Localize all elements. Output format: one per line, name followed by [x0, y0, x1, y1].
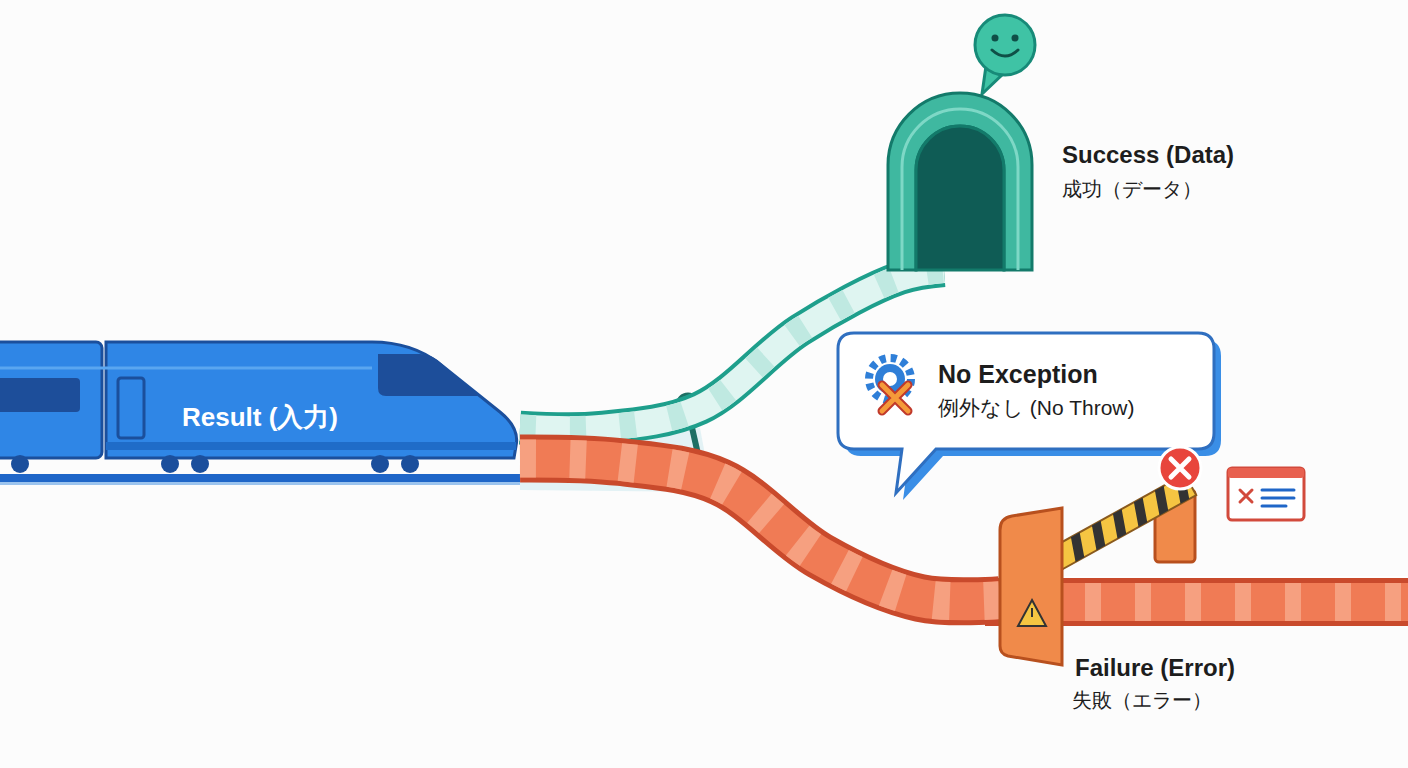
track-connector-group: [520, 458, 1000, 601]
train-car-part: [106, 442, 516, 450]
callout-bubble: No Exception 例外なし (No Throw): [838, 333, 1222, 458]
failure-barrier-part: [1000, 508, 1062, 665]
train-car-part: [378, 354, 478, 396]
main-track-part: [0, 482, 560, 485]
error-window-icon-part: [1228, 468, 1304, 478]
failure-barrier-part: [1018, 600, 1046, 626]
callout-body: 例外なし (No Throw): [938, 395, 1208, 420]
success-tunnel-shape: [878, 95, 1043, 270]
train-car-part: [0, 367, 372, 370]
track-stripes: [520, 458, 1000, 601]
failure-barrier: Failure (Error)失敗（エラー）: [1000, 450, 1240, 720]
track-inner: [520, 458, 1000, 601]
callout-bubble-part: [838, 333, 1214, 493]
failure-subheading: 失敗（エラー）: [1072, 688, 1332, 712]
train-car-part: [161, 455, 179, 473]
success-tunnel-part: [916, 126, 1004, 270]
callout-heading: No Exception: [938, 359, 1208, 389]
train-car-part: [401, 455, 419, 473]
error-window-icon-part: [1228, 468, 1304, 520]
train-car-part: [11, 455, 29, 473]
smiley-bubble-part: [992, 50, 1018, 56]
failure-barrier-part: [1171, 459, 1189, 477]
train-label: Result (入力): [150, 402, 370, 433]
train-car-part: [118, 378, 144, 438]
smiley-bubble-part: [1012, 35, 1019, 42]
train-car-part: [371, 455, 389, 473]
train-car-part: [0, 342, 102, 458]
error-window-icon-part: [1262, 490, 1294, 506]
failure-barrier-part: [1159, 447, 1201, 489]
train-car: Result (入力): [0, 338, 520, 478]
success-subheading: 成功（データ）: [1062, 177, 1342, 201]
callout-bubble-part: [882, 385, 908, 411]
main-track-part: [0, 474, 560, 482]
failure-heading: Failure (Error): [1075, 654, 1335, 683]
smiley-bubble: [975, 15, 1035, 94]
error-window-icon-part: [1240, 490, 1252, 502]
error-window-icon: [1228, 468, 1304, 520]
track-connector: [520, 458, 1000, 601]
callout-bubble-part: [882, 385, 908, 411]
train-car-part: [0, 378, 80, 412]
smiley-bubble-part: [992, 35, 999, 42]
callout-bubble-shape: [838, 333, 1222, 458]
success-tunnel-part: [902, 109, 1018, 270]
smiley-bubble-part: [975, 15, 1035, 75]
success-tunnel-part: [888, 93, 1032, 270]
success-tunnel: Success (Data)成功（データ）: [878, 95, 1043, 270]
main-track: [0, 474, 560, 485]
train-car-part: [191, 455, 209, 473]
train-car-part: [106, 342, 517, 458]
success-heading: Success (Data): [1062, 141, 1342, 170]
failure-barrier-part: [1031, 608, 1033, 617]
